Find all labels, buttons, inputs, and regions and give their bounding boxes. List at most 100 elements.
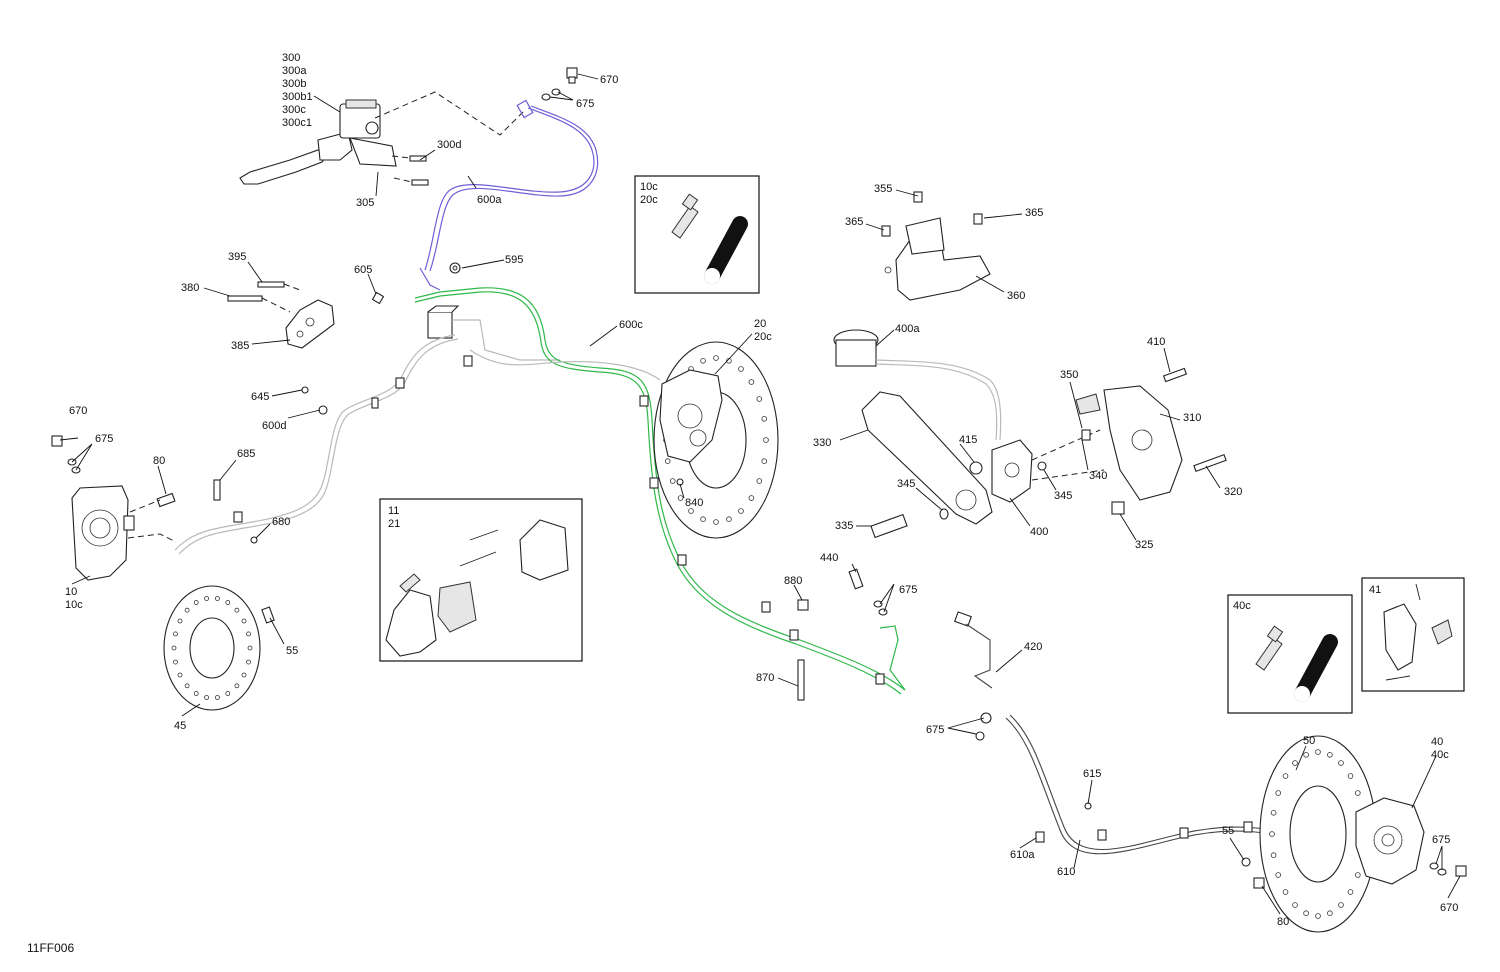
callout: 380: [181, 282, 199, 294]
disc-hole: [713, 519, 719, 525]
inset-bleeder-rear: 40c: [1227, 594, 1353, 714]
callout: 670: [600, 74, 618, 86]
disc-hole: [1292, 760, 1298, 766]
disc-hole: [171, 645, 177, 651]
disc-hole: [1355, 790, 1361, 796]
disc-hole: [1282, 889, 1289, 895]
callout: 600a: [477, 194, 502, 206]
hose-guide-685-680: [213, 479, 258, 544]
abs-bracket-bolts: [371, 262, 461, 305]
disc-hole: [677, 495, 684, 501]
callout: 300c1: [282, 117, 312, 129]
disc-hole: [700, 516, 706, 522]
inset-label: 11: [388, 505, 399, 517]
inset-label: 41: [1369, 584, 1381, 596]
inset-label: 40c: [1233, 600, 1251, 612]
callout: 300b: [282, 78, 306, 90]
disc-hole: [1270, 809, 1277, 816]
callout: 310: [1183, 412, 1201, 424]
disc-hole: [1338, 760, 1344, 766]
disc-hole: [748, 379, 755, 385]
disc-hole: [184, 683, 190, 689]
disc-hole: [713, 355, 719, 361]
disc-hole: [173, 631, 178, 637]
inset-label: 20c: [640, 194, 658, 206]
front-left-brake-hose: [419, 99, 599, 291]
callout: 605: [354, 264, 372, 276]
callout: 440: [820, 552, 838, 564]
disc-hole: [1355, 872, 1361, 878]
disc-hole: [241, 672, 247, 678]
callout: 300d: [437, 139, 461, 151]
callout: 385: [231, 340, 249, 352]
rear-reservoir: [833, 329, 1002, 441]
pedal-pivot-bolt-335: [870, 508, 949, 539]
callout: 350: [1060, 369, 1078, 381]
bleeder-cap-icon: [1294, 634, 1338, 702]
callout: 675: [926, 724, 944, 736]
disc-hole: [1292, 902, 1298, 908]
disc-hole: [1270, 852, 1277, 858]
callout: 680: [272, 516, 290, 528]
disc-hole: [738, 508, 744, 514]
front-left-caliper: [51, 435, 177, 581]
fittings-440-880-870: [797, 568, 888, 701]
callout: 300a: [282, 65, 307, 77]
callout: 345: [897, 478, 915, 490]
front-right-caliper: [659, 369, 723, 463]
callout: 675: [1432, 834, 1450, 846]
rear-master-bracket: [881, 191, 991, 301]
callout: 840: [685, 497, 703, 509]
disc-hole: [1347, 889, 1354, 895]
callout: 400: [1030, 526, 1048, 538]
disc-hole: [204, 596, 210, 601]
disc-hole: [726, 516, 732, 522]
leader-lines: [59, 73, 1461, 915]
disc-hole: [204, 695, 210, 700]
disc-hole: [193, 691, 199, 696]
callout: 415: [959, 434, 977, 446]
disc-hole: [214, 596, 220, 601]
callout: 870: [756, 672, 774, 684]
disc-hole: [763, 437, 769, 443]
disc-hole: [184, 607, 190, 613]
rear-master-cylinder: [969, 439, 1033, 503]
disc-hole: [748, 495, 755, 501]
master-cylinder-assembly: [239, 99, 397, 185]
disc-hole: [193, 600, 199, 605]
disc-hole: [688, 508, 694, 514]
abs-module: [427, 305, 560, 361]
disc-hole: [1347, 773, 1354, 779]
disc-hole: [761, 415, 768, 422]
callout: 20c: [754, 331, 772, 343]
callout: 410: [1147, 336, 1165, 348]
front-left-disc: [163, 585, 261, 711]
inset-pads-front: 11 21: [379, 498, 583, 662]
callout: 365: [845, 216, 863, 228]
disc-hole: [664, 458, 671, 465]
inset-label: 21: [388, 518, 400, 530]
callout: 670: [69, 405, 87, 417]
callout: 595: [505, 254, 523, 266]
disc-hole: [1303, 751, 1309, 758]
callout: 675: [576, 98, 594, 110]
callout: 10: [65, 586, 77, 598]
disc-hole: [1269, 831, 1275, 837]
callout: 615: [1083, 768, 1101, 780]
rear-caliper: [1241, 797, 1467, 889]
figure-code: 11FF006: [27, 941, 74, 955]
callout: 400a: [895, 323, 920, 335]
callout: 600d: [262, 420, 286, 432]
callout: 345: [1054, 490, 1072, 502]
callout: 300b1: [282, 91, 313, 103]
callout: 55: [1222, 825, 1234, 837]
master-cylinder-screws: [391, 155, 429, 186]
wheel-speed-sensor: [954, 611, 993, 689]
line-fittings-645-600d: [301, 386, 328, 415]
callout: 675: [899, 584, 917, 596]
callout: 610a: [1010, 849, 1035, 861]
disc-hole: [1315, 749, 1321, 755]
callout: 325: [1135, 539, 1153, 551]
callout: 305: [356, 197, 374, 209]
disc-hole: [1275, 872, 1281, 878]
